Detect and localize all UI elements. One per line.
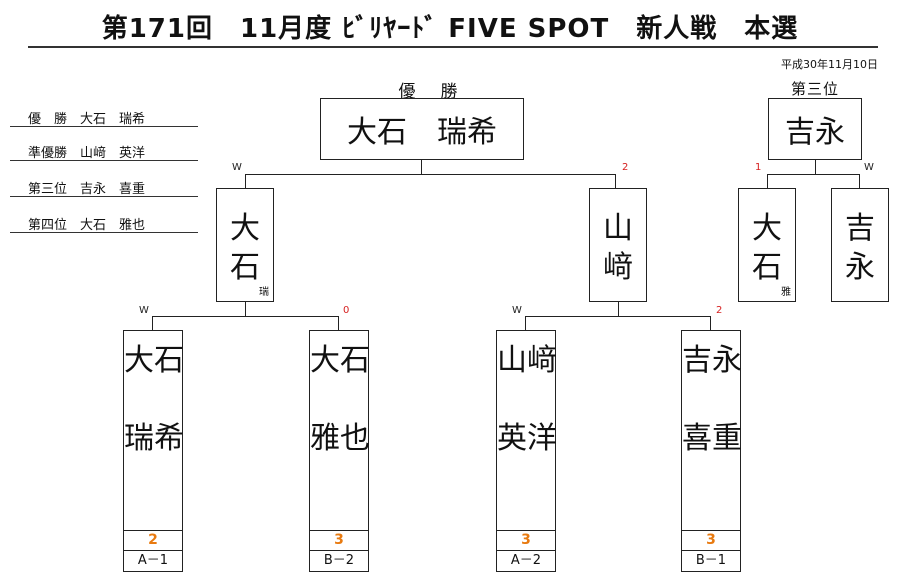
semi-left-w-mark: W: [139, 305, 149, 316]
bracket-line: [152, 316, 153, 330]
player-box-3: 山﨑 英洋: [496, 330, 557, 530]
semi-right-score-mark: 2: [716, 305, 723, 316]
summary-rule: [10, 160, 198, 161]
player-name-2: 大石 雅也: [310, 343, 370, 456]
player-box-1: 大石 瑞希: [123, 330, 184, 530]
player-box-2: 大石 雅也: [309, 330, 370, 530]
bracket-line: [525, 316, 711, 317]
third-left-box: 大石 雅: [738, 188, 796, 302]
player-score-2: 3: [309, 530, 369, 550]
event-date: 平成30年11月10日: [781, 58, 878, 71]
semi-right-box: 山﨑: [589, 188, 647, 302]
bracket-line: [421, 160, 422, 174]
player-name-1: 大石 瑞希: [124, 343, 184, 456]
summary-fourth: 第四位 大石 雅也: [28, 218, 146, 233]
semi-left-score-mark: 0: [343, 305, 350, 316]
bracket-line: [815, 160, 816, 174]
third-left-sub: 雅: [781, 286, 791, 298]
summary-rule: [10, 196, 198, 197]
champion-caption: 優 勝: [398, 82, 462, 102]
semi-left-sub: 瑞: [259, 286, 269, 298]
bracket-line: [710, 316, 711, 330]
semi-left-box: 大石 瑞: [216, 188, 274, 302]
page-title: 第171回 11月度 ﾋﾞﾘﾔｰﾄﾞ FIVE SPOT 新人戦 本選: [101, 14, 799, 44]
player-name-3: 山﨑 英洋: [497, 343, 557, 456]
final-left-mark: W: [232, 162, 242, 173]
champion-box: 大石 瑞希: [320, 98, 524, 160]
third-right-box: 吉永: [831, 188, 889, 302]
bracket-line: [245, 174, 616, 175]
summary-first: 優 勝 大石 瑞希: [28, 112, 146, 127]
summary-second: 準優勝 山﨑 英洋: [28, 146, 146, 161]
semi-right-w-mark: W: [512, 305, 522, 316]
third-left-name: 大石: [752, 211, 782, 285]
player-score-3: 3: [496, 530, 556, 550]
bracket-line: [525, 316, 526, 330]
champion-name: 大石 瑞希: [347, 115, 497, 150]
summary-rule: [10, 232, 198, 233]
bracket-line: [245, 174, 246, 188]
bracket-line: [338, 316, 339, 330]
summary-rule: [10, 126, 198, 127]
table-id-3: A－2: [496, 550, 556, 572]
player-name-4: 吉永 喜重: [682, 343, 742, 456]
third-place-box: 吉永: [768, 98, 862, 160]
bracket-line: [245, 302, 246, 316]
player-score-4: 3: [681, 530, 741, 550]
table-id-4: B－1: [681, 550, 741, 572]
summary-third: 第三位 吉永 喜重: [28, 182, 146, 197]
bracket-line: [859, 174, 860, 188]
third-place-caption: 第三位: [790, 80, 839, 98]
final-right-mark: 2: [622, 162, 629, 173]
bracket-line: [615, 174, 616, 188]
third-right-mark: W: [864, 162, 874, 173]
third-left-mark: 1: [755, 162, 762, 173]
third-place-name: 吉永: [785, 115, 845, 150]
third-right-name: 吉永: [845, 211, 875, 285]
player-score-1: 2: [123, 530, 183, 550]
semi-right-name: 山﨑: [603, 211, 633, 285]
player-box-4: 吉永 喜重: [681, 330, 742, 530]
bracket-line: [767, 174, 768, 188]
bracket-line: [152, 316, 339, 317]
title-underline: [28, 46, 878, 48]
table-id-1: A－1: [123, 550, 183, 572]
bracket-line: [618, 302, 619, 316]
semi-left-name: 大石: [230, 211, 260, 285]
table-id-2: B－2: [309, 550, 369, 572]
bracket-line: [767, 174, 860, 175]
